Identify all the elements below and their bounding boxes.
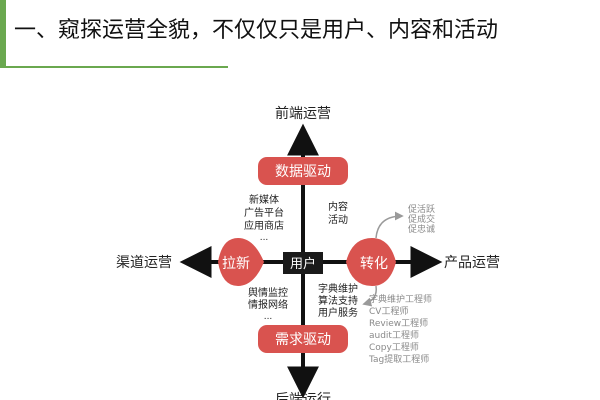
upper-right-item-2: 活动 <box>328 214 348 226</box>
left-node-label: 拉新 <box>222 256 250 272</box>
lower-center-item-2: 算法支持 <box>318 294 358 307</box>
lower-center-item-3: 用户服务 <box>318 306 358 319</box>
top-node-box <box>258 157 348 185</box>
upper-left-item-1: 新媒体 <box>249 193 279 206</box>
lower-left-item-2: 情报网络 <box>248 298 288 311</box>
lower-left-item-3: ... <box>264 312 273 322</box>
right-lower-item-4: audit工程师 <box>369 329 419 341</box>
lower-left-item-1: 舆情监控 <box>248 286 288 299</box>
axis-label-top: 前端运营 <box>275 105 331 122</box>
upper-left-item-4: ... <box>260 233 269 243</box>
right-node-label: 转化 <box>360 256 388 272</box>
left-node-shape <box>218 238 264 286</box>
slide-title: 一、窥探运营全貌，不仅仅只是用户、内容和活动 <box>14 18 499 43</box>
right-lower-item-2: CV工程师 <box>369 305 408 317</box>
right-lower-item-3: Review工程师 <box>369 317 428 329</box>
center-node-label: 用户 <box>290 256 316 272</box>
right-lower-item-1: 字典维护工程师 <box>369 293 432 305</box>
right-upper-item-3: 促忠诚 <box>408 223 435 235</box>
axis-label-bottom: 后端运行 <box>275 392 331 400</box>
upper-left-item-2: 广告平台 <box>244 206 284 219</box>
upper-right-item-1: 内容 <box>328 200 348 213</box>
center-node-box <box>283 252 323 274</box>
right-lower-gray-arrow <box>362 285 377 307</box>
upper-left-item-3: 应用商店 <box>244 219 284 232</box>
bottom-node-label: 需求驱动 <box>275 332 331 348</box>
right-upper-item-1: 促活跃 <box>408 203 435 215</box>
title-accent-bar <box>0 0 6 66</box>
right-lower-item-5: Copy工程师 <box>369 341 419 353</box>
right-lower-item-6: Tag提取工程师 <box>368 353 429 365</box>
lower-center-item-1: 字典维护 <box>318 282 358 295</box>
right-upper-item-2: 促成交 <box>408 213 435 225</box>
title-underline <box>0 66 228 68</box>
right-node-shape <box>346 238 396 286</box>
top-node-label: 数据驱动 <box>275 164 331 180</box>
axis-label-left: 渠道运营 <box>116 255 172 271</box>
right-upper-gray-arrow <box>375 211 404 239</box>
bottom-node-box <box>258 325 348 353</box>
axis-label-right: 产品运营 <box>444 255 500 271</box>
